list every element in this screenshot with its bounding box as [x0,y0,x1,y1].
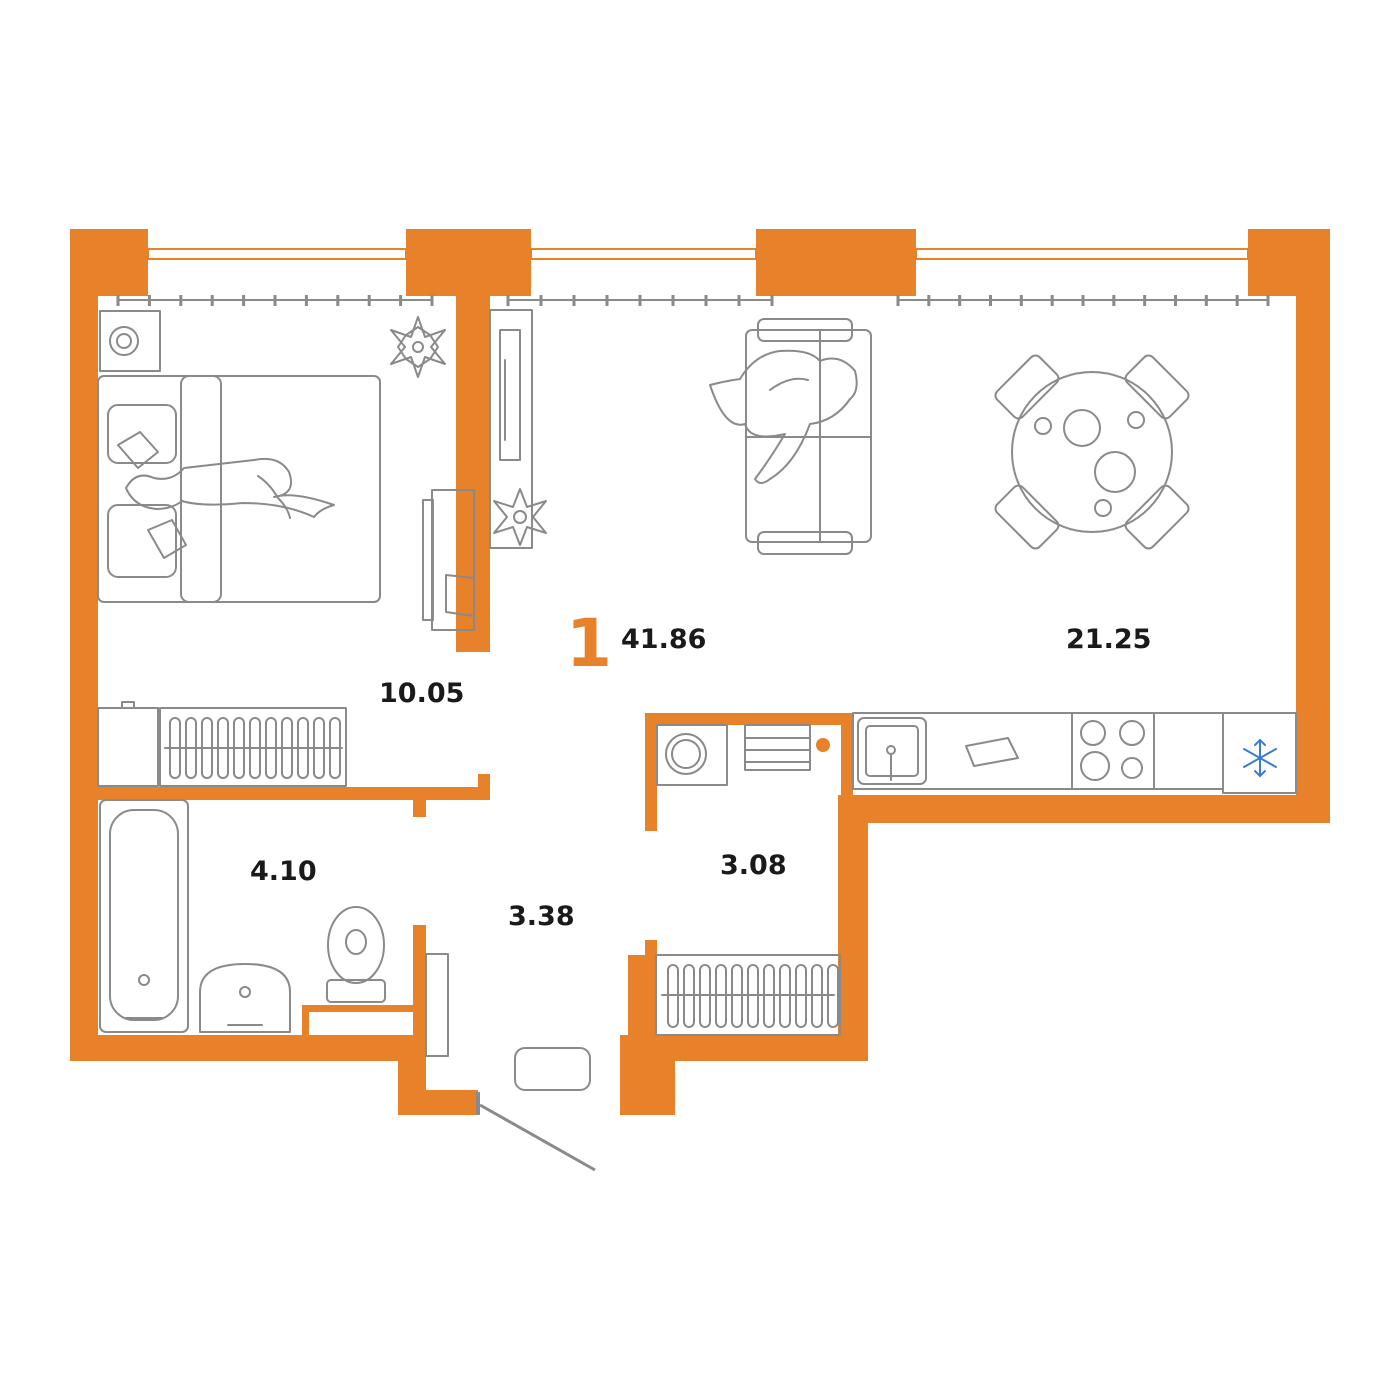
radiator-fin [217,717,229,779]
kitchen-sink-icon [857,717,927,785]
stove-icon [1071,712,1155,790]
nightstand-icon [99,310,161,372]
radiator-fin [233,717,245,779]
radiator-fin [779,964,791,1028]
radiator-fin [185,717,197,779]
dining-table-icon [994,354,1190,550]
radiator-fin [763,964,775,1028]
tv-stand-icon [489,309,533,549]
snowflake-icon [1243,738,1277,778]
sofa-icon [709,318,872,555]
radiator-fin [827,964,839,1028]
plant-icon [390,316,446,378]
boiler-icon [816,738,830,752]
curtain-rail-rings [116,295,1270,306]
shoe-rack-icon [425,953,449,1057]
cutting-board-icon [965,737,1019,767]
total-area: 41.86 [621,624,706,655]
radiator-fin [795,964,807,1028]
radiator-fin [313,717,325,779]
walls [70,229,1330,1115]
fridge-icon [1222,712,1297,794]
radiator-fin [169,717,181,779]
room-area-bedroom: 10.05 [379,678,464,709]
radiator-fin [249,717,261,779]
radiator-fin [683,964,695,1028]
radiator-fin [731,964,743,1028]
rug-icon [514,1047,591,1091]
bathtub-icon [99,799,189,1033]
plant-icon [493,488,547,546]
bed-icon [97,375,381,603]
washing-machine-icon [656,724,728,786]
windows [147,248,1249,260]
kitchen-counter [852,712,1297,794]
radiator-fins [169,717,341,779]
radiator-icon [97,701,347,787]
toilet-icon [326,906,386,1003]
desk-icon [422,489,475,631]
radiator-fin [811,964,823,1028]
radiator-fin [699,964,711,1028]
room-area-bathroom: 4.10 [250,856,317,887]
radiator-fin [329,717,341,779]
door-icon [476,1092,596,1172]
radiator-fin [281,717,293,779]
labels: 1 41.86 10.05 21.25 4.10 3.38 3.08 [250,605,1151,932]
radiator-fin [747,964,759,1028]
sink-icon [199,963,291,1033]
towel-rail-icon [744,724,811,771]
radiator-icon [655,954,841,1036]
radiator-fins [667,964,839,1028]
room-area-laundry: 3.08 [720,850,787,881]
radiator-fin [715,964,727,1028]
room-count: 1 [566,605,612,682]
radiator-fin [667,964,679,1028]
radiator-fin [265,717,277,779]
room-area-hall: 3.38 [508,901,575,932]
radiator-fin [201,717,213,779]
room-area-living-kitchen: 21.25 [1066,624,1151,655]
radiator-fin [297,717,309,779]
